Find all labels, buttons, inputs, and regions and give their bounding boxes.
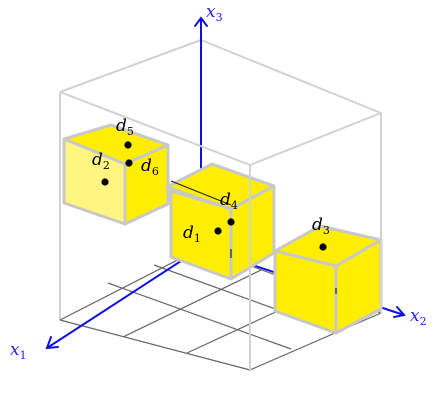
label-d2: d2 xyxy=(92,150,110,172)
cube-2 xyxy=(165,162,276,281)
point-d5 xyxy=(124,141,132,149)
point-labels: d5 d2 d6 d4 d1 d3 xyxy=(92,116,330,245)
point-d6 xyxy=(125,159,133,167)
point-d4 xyxy=(227,218,235,226)
label-d4: d4 xyxy=(220,190,238,212)
point-d1 xyxy=(214,227,222,235)
data-points xyxy=(101,141,327,251)
bounding-box-front xyxy=(59,91,382,370)
axis-through-cubes xyxy=(170,180,337,294)
label-x1: x1 xyxy=(10,340,27,362)
point-d3 xyxy=(319,243,327,251)
label-d3: d3 xyxy=(312,215,330,237)
label-d1: d1 xyxy=(183,223,201,245)
cube-3 xyxy=(273,224,383,335)
x2-arrowhead xyxy=(393,306,406,318)
point-d2 xyxy=(101,178,109,186)
x3-arrowhead xyxy=(194,16,208,27)
x1-axis-line xyxy=(46,247,202,349)
axis-labels: x3 x2 x1 xyxy=(10,2,427,362)
cube-1 xyxy=(62,123,170,226)
label-x2: x2 xyxy=(410,306,427,328)
label-d5: d5 xyxy=(116,116,134,138)
label-d6: d6 xyxy=(141,156,159,178)
cube-3-front xyxy=(273,249,338,335)
label-x3: x3 xyxy=(206,2,223,24)
x1-arrowhead xyxy=(45,336,59,350)
cube-1-side xyxy=(123,143,170,226)
axis-arrowheads xyxy=(45,16,406,350)
